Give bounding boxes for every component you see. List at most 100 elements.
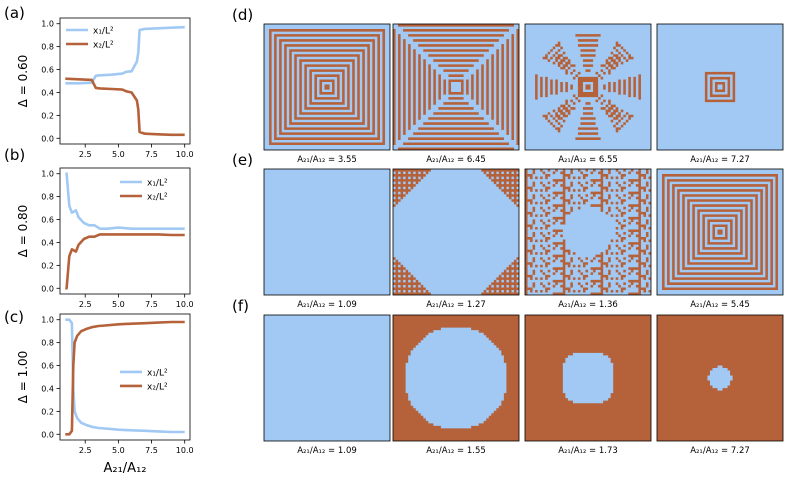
tile-caption: A₂₁/A₁₂ = 6.55 <box>558 155 618 165</box>
y-tick-label: 0.4 <box>41 238 54 247</box>
y-tick-label: 0.6 <box>41 362 54 371</box>
lattice-tile: A₂₁/A₁₂ = 1.27 <box>392 168 520 310</box>
y-tick-label: 1.0 <box>41 170 54 179</box>
tile-background <box>264 169 390 295</box>
x-axis-label: A₂₁/A₁₂ <box>103 461 146 476</box>
tile-pattern <box>393 24 520 151</box>
x-tick-label: 5.0 <box>112 446 125 455</box>
panel-label: (d) <box>232 6 253 24</box>
tile-frame <box>392 23 520 151</box>
tile-background <box>264 315 390 441</box>
tile-caption: A₂₁/A₁₂ = 1.73 <box>558 446 618 456</box>
tile-frame <box>263 168 391 296</box>
x-tick-label: 10.0 <box>176 150 194 159</box>
legend-label: x₂/L² <box>147 382 168 392</box>
lattice-tile: A₂₁/A₁₂ = 6.45 <box>392 23 520 165</box>
tile-frame <box>656 168 784 296</box>
y-tick-label: 0.2 <box>41 407 54 416</box>
y-tick-label: 1.0 <box>41 20 54 29</box>
tile-pattern <box>525 315 652 442</box>
series-line <box>65 320 185 436</box>
tile-caption: A₂₁/A₁₂ = 7.27 <box>690 155 750 165</box>
tile-caption: A₂₁/A₁₂ = 1.09 <box>297 446 357 456</box>
panel-label: (f) <box>232 297 249 315</box>
tile-caption: A₂₁/A₁₂ = 5.45 <box>690 300 750 310</box>
tile-frame <box>392 314 520 442</box>
tile-caption: A₂₁/A₁₂ = 7.27 <box>690 446 750 456</box>
axes-frame <box>59 313 191 441</box>
tile-background <box>657 24 783 150</box>
lattice-tile: A₂₁/A₁₂ = 7.27 <box>656 314 784 456</box>
y-tick-label: 0.6 <box>41 216 54 225</box>
y-tick-label: 0.2 <box>41 261 54 270</box>
tile-caption: A₂₁/A₁₂ = 1.09 <box>297 300 357 310</box>
tile-pattern <box>393 315 520 442</box>
y-tick-label: 1.0 <box>41 316 54 325</box>
tile-caption: A₂₁/A₁₂ = 3.55 <box>297 155 357 165</box>
lattice-row: (d) A₂₁/A₁₂ = 3.55 A₂₁/A₁₂ = 6.45 A₂₁/A₁₂ =… <box>232 6 784 165</box>
tile-pattern <box>704 71 736 103</box>
x-tick-label: 5.0 <box>112 300 125 309</box>
y-tick-label: 0.8 <box>41 193 54 202</box>
y-axis-label: Δ = 0.60 <box>16 55 30 108</box>
lattice-tile: A₂₁/A₁₂ = 1.09 <box>263 168 391 310</box>
tile-caption: A₂₁/A₁₂ = 1.27 <box>426 300 486 310</box>
tile-caption: A₂₁/A₁₂ = 6.45 <box>426 155 486 165</box>
legend-label: x₁/L² <box>147 368 168 378</box>
axes-frame <box>59 167 191 295</box>
x-tick-label: 2.5 <box>79 446 92 455</box>
tile-frame <box>263 314 391 442</box>
tile-caption: A₂₁/A₁₂ = 1.36 <box>558 300 618 310</box>
y-axis-label: Δ = 1.00 <box>16 351 30 404</box>
x-tick-label: 10.0 <box>176 300 194 309</box>
y-axis-label: Δ = 0.80 <box>16 205 30 258</box>
tile-frame <box>524 314 652 442</box>
y-tick-label: 0.0 <box>41 284 54 293</box>
x-tick-label: 7.5 <box>145 300 158 309</box>
line-plots: (a) 0.0 0.2 0.4 0.6 0.8 1.0 2.5 5.0 7.5 10.0 Δ = 0.… <box>4 4 194 476</box>
lattice-tile: A₂₁/A₁₂ = 1.09 <box>263 314 391 456</box>
lattice-tile: A₂₁/A₁₂ = 5.45 <box>656 168 784 310</box>
lattice-tile: A₂₁/A₁₂ = 1.73 <box>524 314 652 456</box>
legend-label: x₁/L² <box>93 27 114 37</box>
series-line <box>65 77 185 137</box>
x-tick-label: 5.0 <box>112 150 125 159</box>
x-tick-label: 2.5 <box>79 300 92 309</box>
y-tick-label: 0.6 <box>41 66 54 75</box>
legend-label: x₂/L² <box>93 41 114 51</box>
tile-caption: A₂₁/A₁₂ = 1.55 <box>426 446 486 456</box>
lattice-tile: A₂₁/A₁₂ = 7.27 <box>656 23 784 165</box>
legend-label: x₁/L² <box>147 179 168 189</box>
lattice-tile: A₂₁/A₁₂ = 1.55 <box>392 314 520 456</box>
tile-pattern <box>535 34 641 140</box>
y-tick-label: 0.2 <box>41 111 54 120</box>
tile-frame <box>263 23 391 151</box>
lattice-tile: A₂₁/A₁₂ = 3.55 <box>263 23 391 165</box>
y-tick-label: 0.4 <box>41 384 54 393</box>
tile-pattern <box>662 174 779 291</box>
series-line <box>65 172 185 230</box>
tile-pattern <box>657 315 784 442</box>
panel-label: (c) <box>4 308 24 326</box>
tile-frame <box>392 168 520 296</box>
panel-label: (a) <box>4 4 25 22</box>
tile-frame <box>656 23 784 151</box>
y-tick-label: 0.8 <box>41 43 54 52</box>
tile-pattern <box>269 29 386 146</box>
axes-frame <box>59 17 191 145</box>
tile-pattern <box>393 169 520 296</box>
tile-background <box>393 169 519 295</box>
lattice-tile: A₂₁/A₁₂ = 1.36 <box>524 168 652 310</box>
x-tick-label: 10.0 <box>176 446 194 455</box>
x-tick-label: 7.5 <box>145 446 158 455</box>
tile-frame <box>524 168 652 296</box>
x-tick-label: 2.5 <box>79 150 92 159</box>
y-tick-label: 0.0 <box>41 430 54 439</box>
